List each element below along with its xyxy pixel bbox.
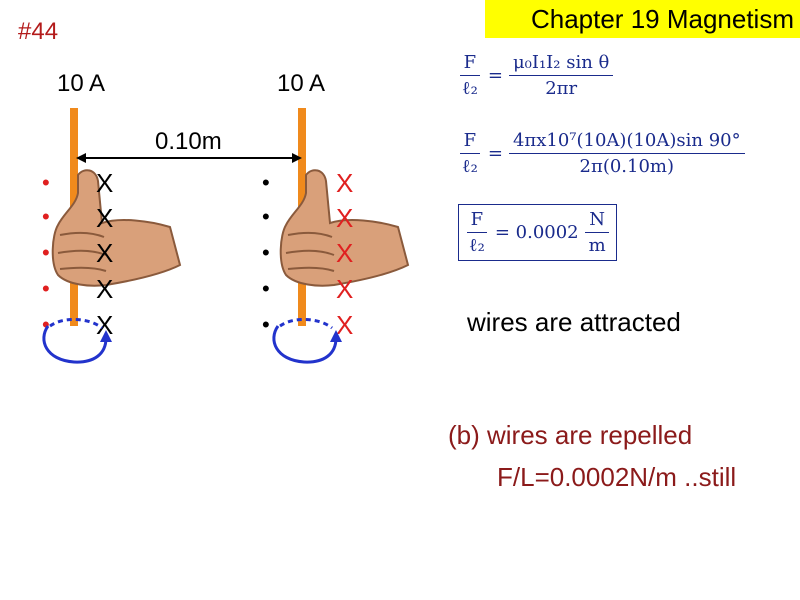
title-banner xyxy=(485,0,800,38)
right-current-label: 10 A xyxy=(277,70,326,97)
left-field-x: X xyxy=(96,168,114,198)
left-field-dot: • xyxy=(42,312,50,337)
lhs-fraction: F ℓ₂ xyxy=(458,130,482,177)
right-field-x: X xyxy=(336,203,354,233)
left-curved-arrow-icon xyxy=(42,318,112,364)
right-curved-arrow-icon xyxy=(272,318,342,364)
equals-sign: = xyxy=(487,143,503,164)
left-field-x: X xyxy=(96,310,114,340)
lhs-fraction: F ℓ₂ xyxy=(465,209,489,256)
unit-fraction: N m xyxy=(585,209,610,256)
lhs-numerator: F xyxy=(459,130,481,154)
unit-denominator: m xyxy=(588,235,606,256)
left-current-label: 10 A xyxy=(57,70,106,97)
lhs-denominator: ℓ₂ xyxy=(462,156,478,177)
lhs-numerator: F xyxy=(466,209,488,233)
answer-attracted: wires are attracted xyxy=(467,307,681,337)
unit-numerator: N xyxy=(585,209,610,233)
rhs-fraction: μ₀I₁I₂ sin θ 2πr xyxy=(508,52,614,99)
right-field-dot: • xyxy=(262,312,270,337)
left-thumbs-up-hand-icon xyxy=(51,169,182,287)
result-value: = 0.0002 xyxy=(494,222,579,243)
right-field-dot: • xyxy=(262,276,270,301)
left-field-dot: • xyxy=(42,170,50,195)
equation-general: F ℓ₂ = μ₀I₁I₂ sin θ 2πr xyxy=(458,52,614,99)
right-field-dot: • xyxy=(262,170,270,195)
right-field-x: X xyxy=(336,238,354,268)
right-field-dot: • xyxy=(262,240,270,265)
left-field-dot: • xyxy=(42,276,50,301)
equation-substituted: F ℓ₂ = 4πx10⁷(10A)(10A)sin 90° 2π(0.10m) xyxy=(458,130,745,177)
rhs-fraction: 4πx10⁷(10A)(10A)sin 90° 2π(0.10m) xyxy=(508,130,745,177)
rhs-numerator: μ₀I₁I₂ sin θ xyxy=(508,52,614,76)
equation-result-box: F ℓ₂ = 0.0002 N m xyxy=(458,204,617,261)
lhs-numerator: F xyxy=(459,52,481,76)
lhs-denominator: ℓ₂ xyxy=(469,235,485,256)
slide-title: Chapter 19 Magnetism xyxy=(530,4,794,34)
slide-number: #44 xyxy=(18,18,59,45)
separation-arrow-icon xyxy=(76,153,302,163)
right-field-dot: • xyxy=(262,204,270,229)
equals-sign: = xyxy=(487,65,503,86)
rhs-denominator: 2π(0.10m) xyxy=(579,156,675,177)
lhs-fraction: F ℓ₂ xyxy=(458,52,482,99)
rhs-numerator: 4πx10⁷(10A)(10A)sin 90° xyxy=(508,130,745,154)
left-field-dot: • xyxy=(42,240,50,265)
separation-label: 0.10m xyxy=(155,128,222,155)
left-field-x: X xyxy=(96,274,114,304)
right-field-x: X xyxy=(336,274,354,304)
left-field-dot: • xyxy=(42,204,50,229)
right-thumbs-up-hand-icon xyxy=(279,169,410,287)
rhs-denominator: 2πr xyxy=(545,78,578,99)
left-field-x: X xyxy=(96,203,114,233)
right-field-x: X xyxy=(336,310,354,340)
left-field-x: X xyxy=(96,238,114,268)
answer-repelled: (b) wires are repelled xyxy=(448,420,693,450)
lhs-denominator: ℓ₂ xyxy=(462,78,478,99)
answer-force-per-length: F/L=0.0002N/m ..still xyxy=(497,462,737,492)
right-field-x: X xyxy=(336,168,354,198)
